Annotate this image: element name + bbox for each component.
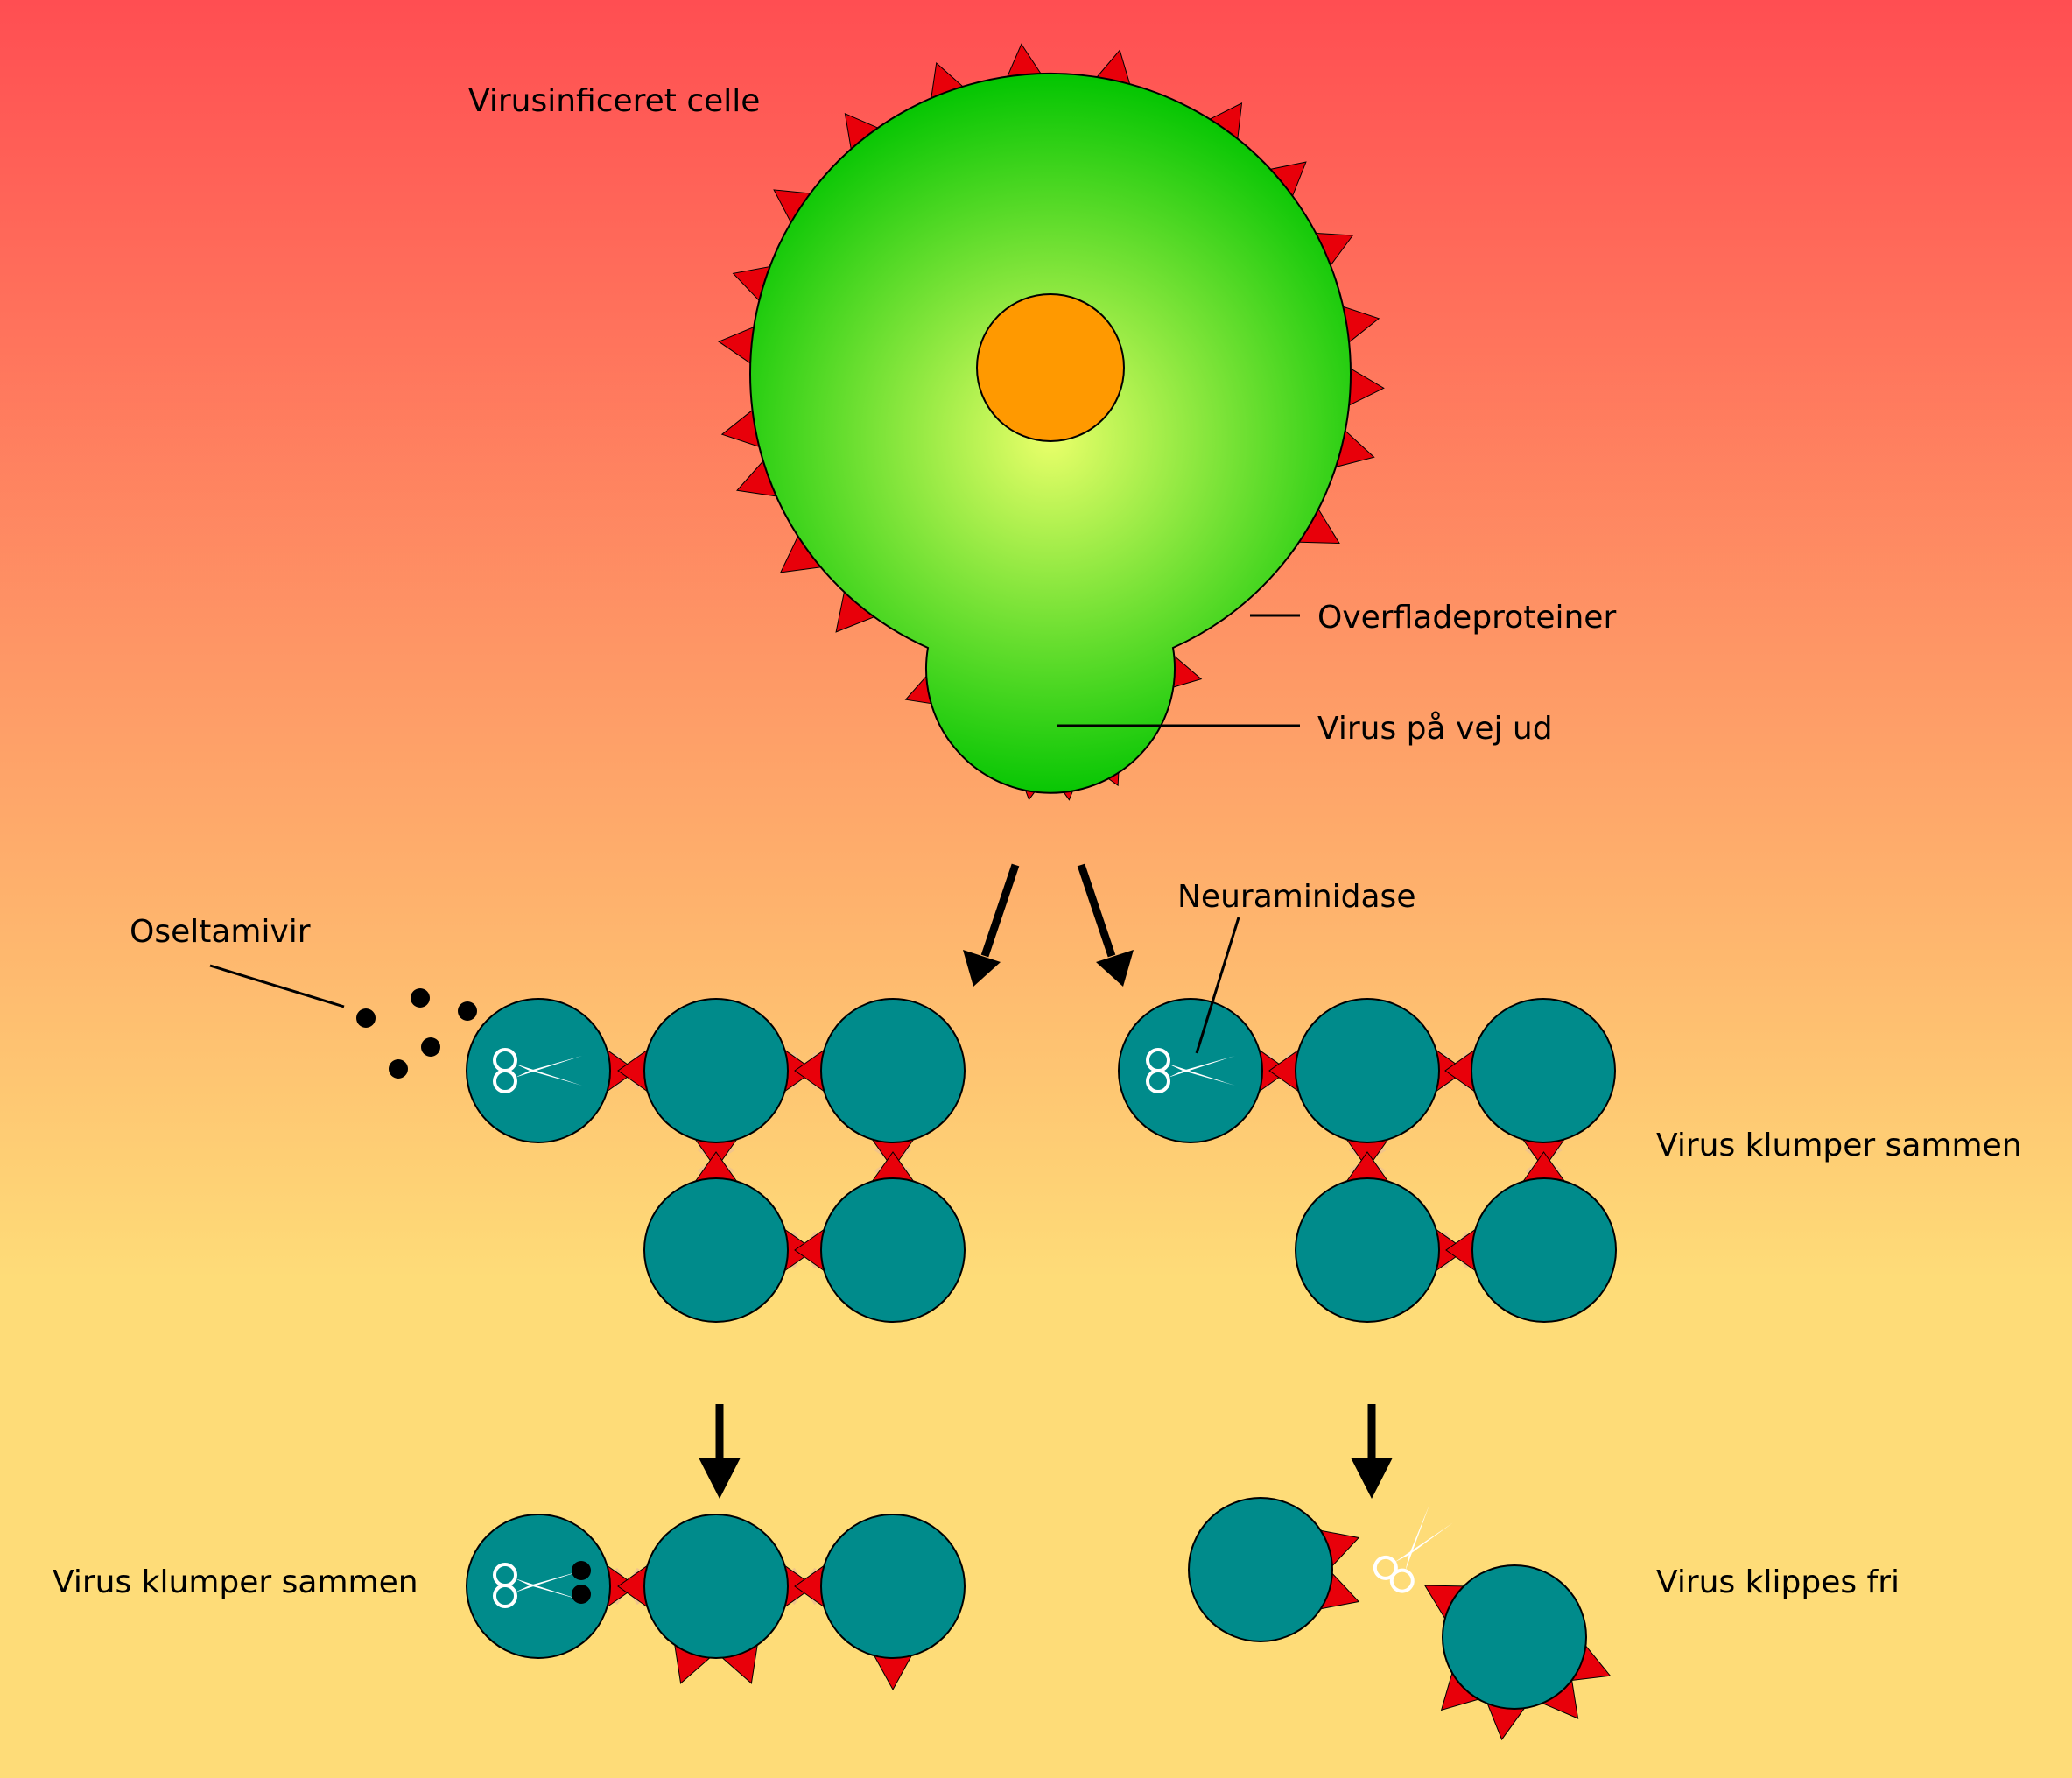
dot-icon (356, 1008, 376, 1028)
label-clump-right: Virus klumper sammen (1656, 1128, 2022, 1163)
label-released: Virus klippes fri (1656, 1564, 1900, 1600)
leader-lines (209, 614, 1300, 1054)
process-arrows (699, 863, 1393, 1499)
label-clump-left: Virus klumper sammen (53, 1564, 418, 1600)
arrow-down-right-lower (1351, 1404, 1393, 1499)
oseltamivir-molecules (356, 988, 591, 1604)
virus-particle (466, 998, 611, 1143)
virus-particle (1442, 1564, 1587, 1710)
leader-oseltamivir (209, 964, 345, 1008)
virus-particle (820, 1514, 966, 1659)
dot-icon (421, 1037, 440, 1057)
virus-particle (820, 1177, 966, 1323)
arrow-down-left-lower (699, 1404, 741, 1499)
virus-particle (1295, 1177, 1440, 1323)
virus-particle (643, 1177, 789, 1323)
dot-icon (389, 1059, 408, 1079)
label-oseltamivir: Oseltamivir (130, 914, 311, 950)
virus-particle (1118, 998, 1263, 1143)
dot-icon (458, 1001, 477, 1021)
virus-particle (1295, 998, 1440, 1143)
virus-particle (820, 998, 966, 1143)
virus-particle (1471, 998, 1616, 1143)
label-virus-exiting: Virus på vej ud (1317, 711, 1553, 747)
virus-particle (1471, 1177, 1617, 1323)
virus-particle (643, 998, 789, 1143)
virus-particle (1188, 1497, 1333, 1642)
dot-icon (572, 1561, 591, 1580)
arrow-down-right (1077, 863, 1134, 987)
label-surface-proteins: Overfladeproteiner (1317, 600, 1616, 636)
arrow-down-left (963, 863, 1020, 987)
leader-neuraminidase (1195, 917, 1240, 1054)
cell-nucleus (976, 293, 1125, 442)
virus-particles (466, 998, 1617, 1710)
label-neuraminidase: Neuraminidase (1177, 879, 1415, 915)
label-infected-cell: Virusinficeret celle (468, 83, 760, 119)
dot-icon (572, 1585, 591, 1604)
virus-particle (643, 1514, 789, 1659)
dot-icon (411, 988, 430, 1008)
